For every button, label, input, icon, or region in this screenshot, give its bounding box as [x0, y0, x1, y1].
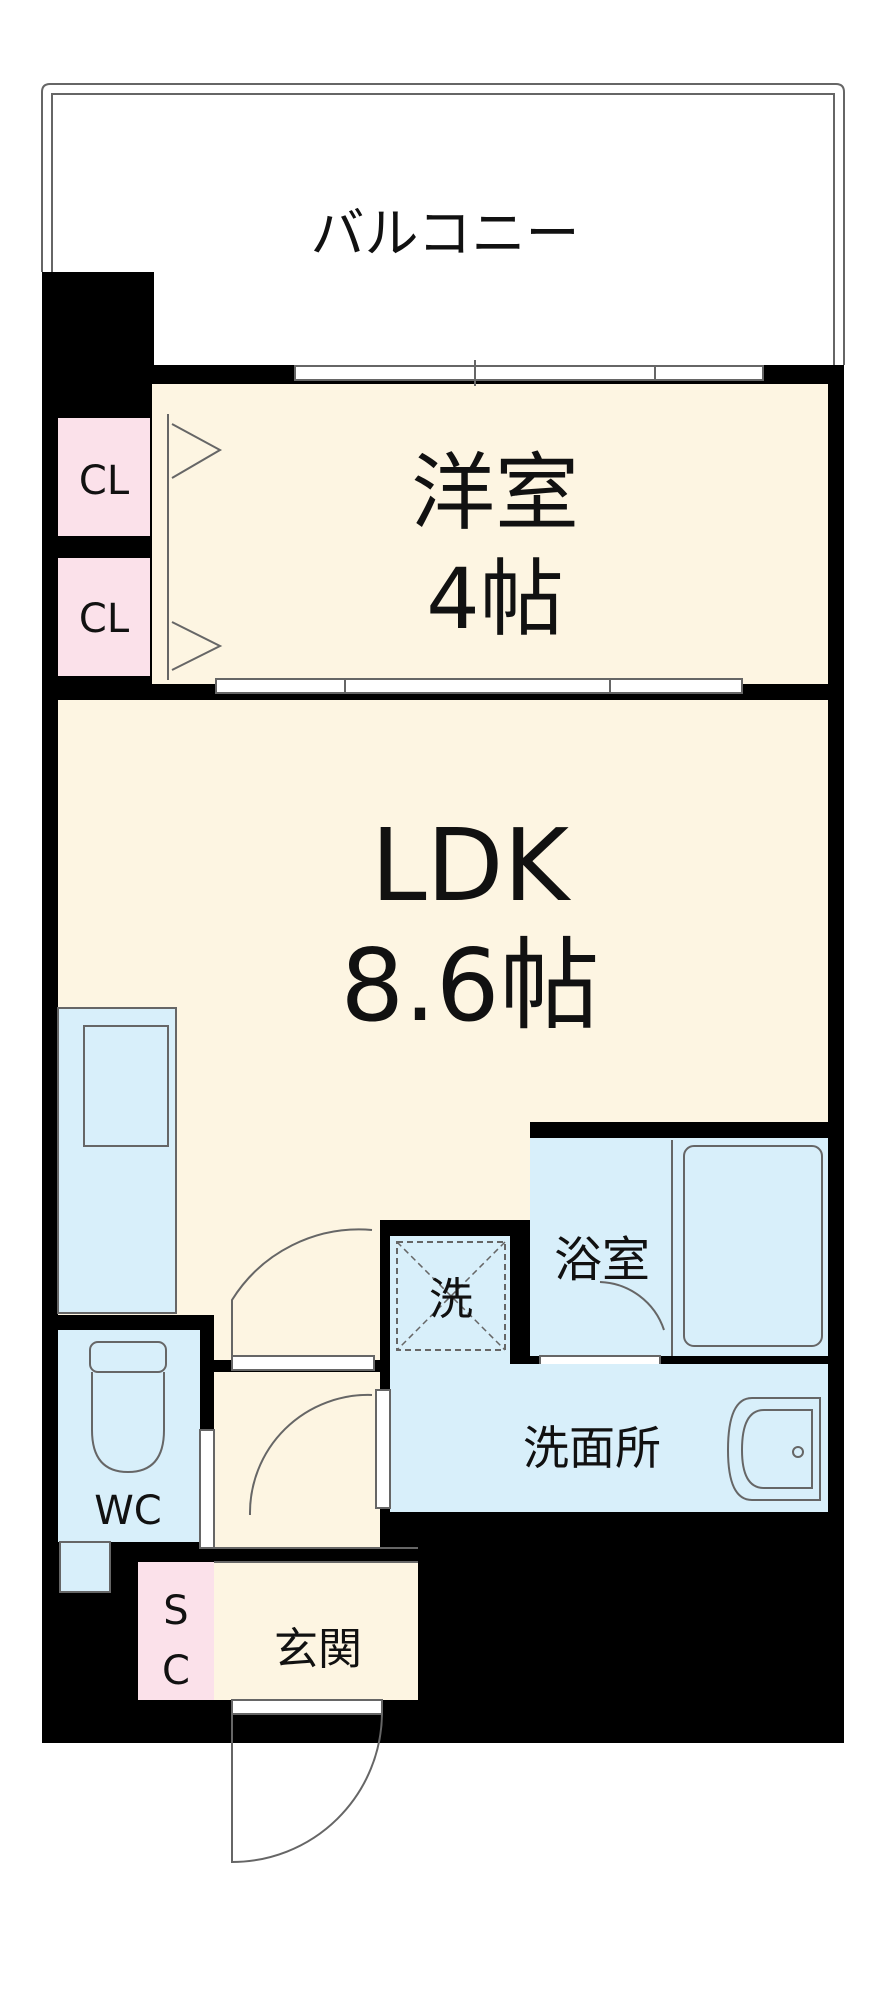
washroom-label: 洗面所	[523, 1421, 661, 1475]
western-room-size: 4帖	[426, 550, 563, 648]
washer-label: 洗	[429, 1274, 473, 1325]
balcony	[41, 83, 845, 365]
bathroom	[530, 1138, 828, 1371]
closet-label-2: CL	[79, 596, 130, 642]
bathroom-label: 浴室	[554, 1232, 650, 1288]
ldk-room	[58, 700, 828, 1360]
closet-cl-2	[58, 558, 150, 676]
kitchen-counter	[57, 1007, 177, 1314]
wc	[58, 1330, 200, 1593]
entrance-label: 玄関	[274, 1624, 362, 1675]
wc-label: WC	[94, 1488, 161, 1534]
western-room-name: 洋室	[411, 444, 579, 542]
closet-label-1: CL	[79, 458, 130, 504]
closet-cl-1	[58, 418, 150, 536]
western-room	[180, 384, 828, 684]
hall-entrance	[138, 1372, 418, 1700]
balcony-label: バルコニー	[311, 202, 580, 265]
ldk-name: LDK	[371, 807, 572, 924]
closet-column	[152, 384, 180, 684]
openings	[167, 360, 764, 1864]
shoe-closet-label-s: S	[163, 1588, 188, 1634]
washroom	[390, 1236, 828, 1512]
shoe-closet-label-c: C	[162, 1648, 190, 1694]
ldk-size: 8.6帖	[340, 927, 599, 1044]
